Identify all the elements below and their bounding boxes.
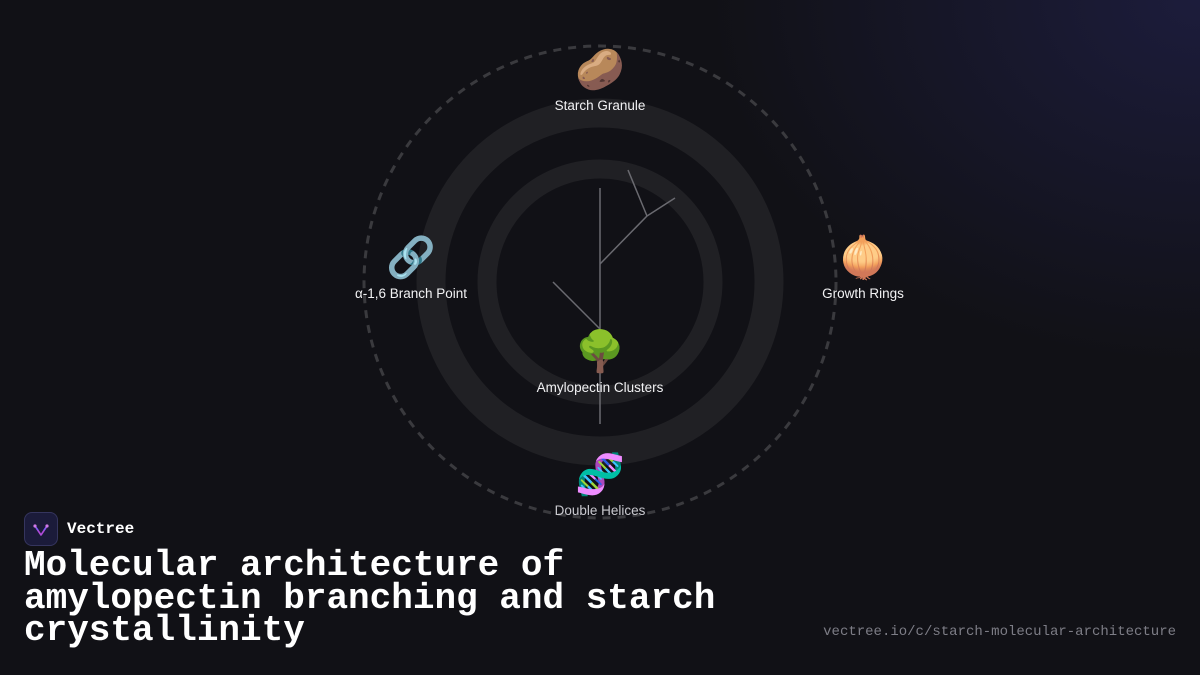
branch-tree [552,169,676,424]
branch-right-upper [599,215,648,265]
dna-icon: 🧬 [575,452,625,498]
node-label: Double Helices [554,503,646,518]
node-growth-rings: 🧅 Growth Rings [763,234,963,301]
branch-twig-right [646,197,676,217]
potato-icon: 🥔 [575,47,625,93]
page-title: Molecular architecture of amylopectin br… [24,545,716,651]
tree-icon: 🌳 [575,329,625,375]
node-branch-point: 🔗 α-1,6 Branch Point [311,234,511,301]
node-amylopectin-clusters: 🌳 Amylopectin Clusters [500,328,700,395]
background-shadow [0,455,800,675]
vectree-logo-icon [24,512,58,546]
node-label: Growth Rings [822,286,904,301]
node-double-helices: 🧬 Double Helices [500,451,700,518]
node-starch-granule: 🥔 Starch Granule [500,46,700,113]
brand[interactable]: Vectree [24,512,134,546]
node-label: Starch Granule [554,98,646,113]
page-url[interactable]: vectree.io/c/starch-molecular-architectu… [823,624,1176,640]
link-icon: 🔗 [386,235,436,281]
outer-dashed-ring [362,44,838,520]
brand-name: Vectree [67,520,135,538]
branch-twig-up [627,169,648,217]
middle-ring [416,98,784,466]
node-label: α-1,6 Branch Point [354,286,468,301]
branch-left-lower [552,281,601,330]
onion-icon: 🧅 [838,235,888,281]
node-label: Amylopectin Clusters [536,380,664,395]
